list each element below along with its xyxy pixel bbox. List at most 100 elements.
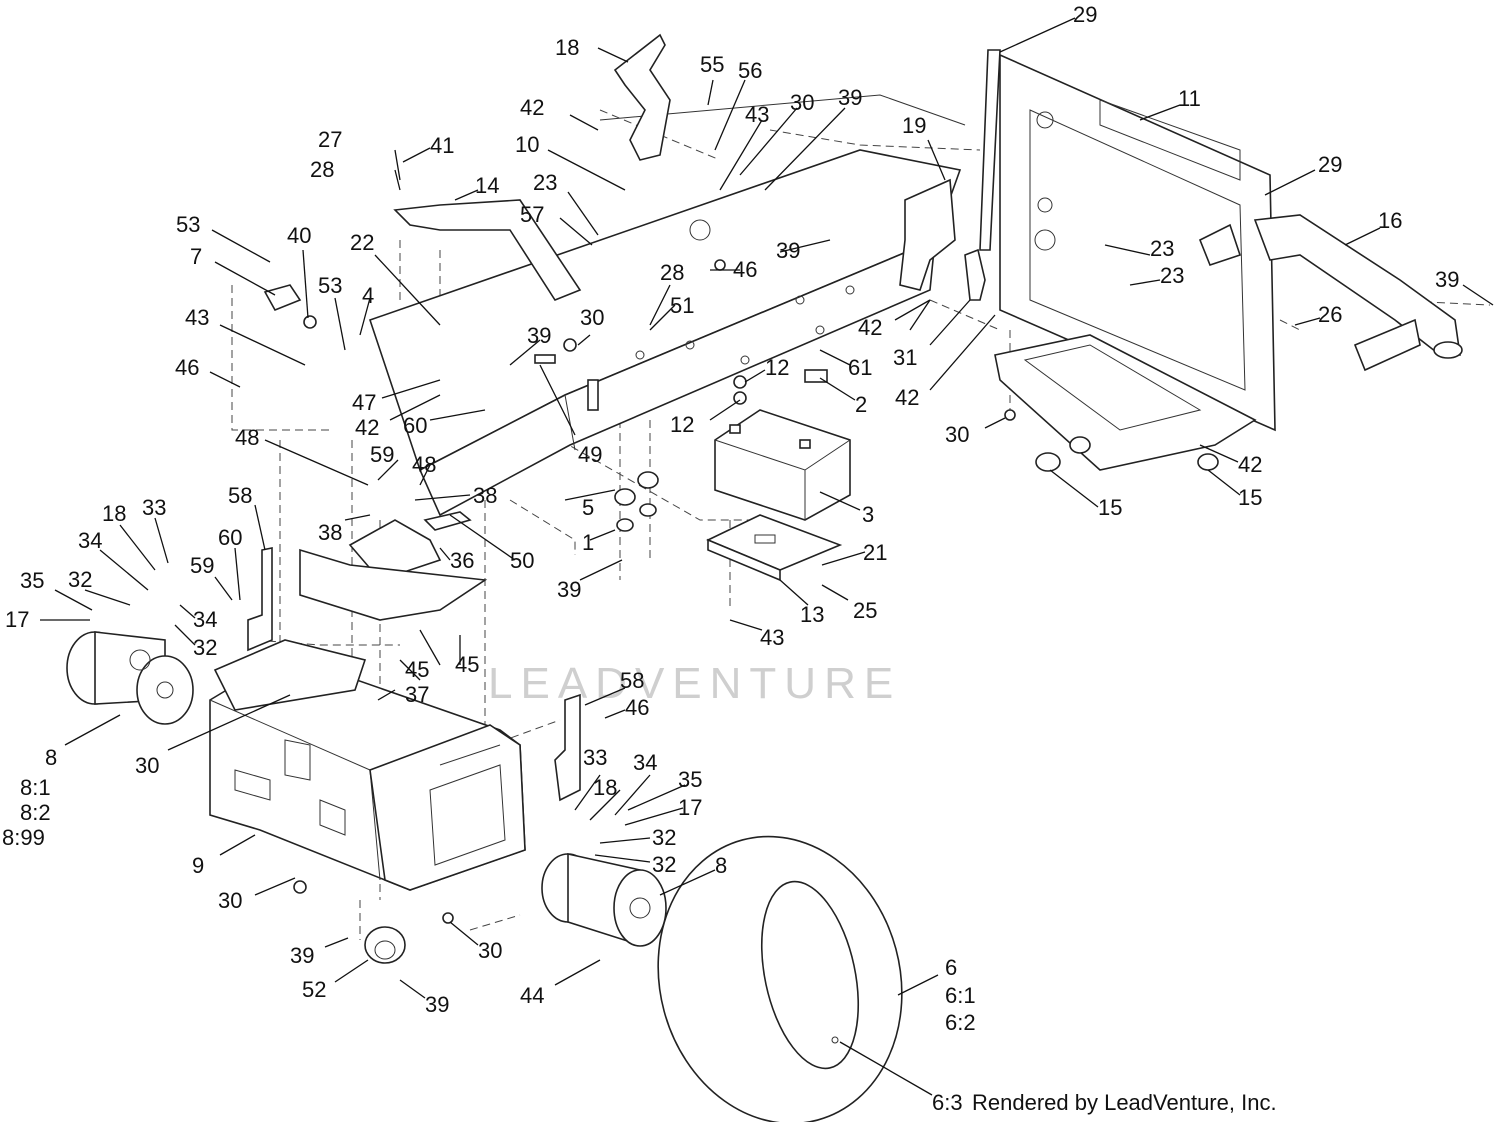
callout-39b: 39 (776, 238, 800, 263)
callout-16: 16 (1378, 208, 1402, 233)
callout-40: 40 (287, 223, 311, 248)
bushing-15-right (1197, 453, 1219, 471)
callout-12a: 12 (765, 355, 789, 380)
callout-6-3: 6:3 (932, 1090, 963, 1115)
callout-20: 19 (902, 113, 926, 138)
callout-46a: 46 (733, 257, 757, 282)
battery-3 (714, 409, 851, 521)
callout-48b: 48 (412, 452, 436, 477)
callout-26: 27 (318, 127, 342, 152)
callout-22: 22 (350, 230, 374, 255)
callout-32d: 32 (652, 852, 676, 877)
bracket-58-right (554, 693, 581, 802)
wheel-6 (657, 835, 903, 1122)
bracket-14 (393, 199, 582, 301)
callout-39f: 39 (425, 992, 449, 1017)
bracket-19 (613, 33, 671, 161)
callout-30b: 30 (580, 305, 604, 330)
callout-37: 37 (405, 682, 429, 707)
callout-38b: 38 (318, 520, 342, 545)
callout-31: 31 (893, 345, 917, 370)
bracket-37 (299, 548, 488, 621)
callout-30f: 30 (478, 938, 502, 963)
callout-24: 25 (853, 598, 877, 623)
callout-8-2: 8:2 (20, 800, 51, 825)
callout-29a: 29 (1073, 2, 1097, 27)
callout-32b: 32 (193, 635, 217, 660)
callout-53a: 53 (176, 212, 200, 237)
motor-mount-9 (209, 654, 526, 891)
callout-8a: 8 (45, 745, 57, 770)
callout-50: 50 (510, 548, 534, 573)
callout-2: 2 (855, 392, 867, 417)
callout-42: 42 (520, 95, 544, 120)
callout-8b: 8 (715, 853, 727, 878)
callout-42b: 42 (355, 415, 379, 440)
callout-5: 5 (582, 495, 594, 520)
bushing-15-left (1035, 452, 1061, 472)
callout-8-1: 8:1 (20, 775, 51, 800)
rear-lower-frame (994, 334, 1257, 471)
callout-30d: 30 (135, 753, 159, 778)
callout-33a: 33 (142, 495, 166, 520)
callout-52: 52 (302, 977, 326, 1002)
callout-58b: 58 (620, 668, 644, 693)
callout-35a: 35 (20, 568, 44, 593)
small-hardware (263, 259, 1016, 924)
callout-59b: 59 (190, 553, 214, 578)
main-frame (368, 94, 966, 517)
callout-23c: 23 (533, 170, 557, 195)
callout-46b: 46 (175, 355, 199, 380)
callout-34c: 34 (633, 750, 657, 775)
bracket-31 (964, 248, 986, 301)
callout-42c: 42 (858, 315, 882, 340)
callout-6: 6 (945, 955, 957, 980)
callout-11: 11 (1178, 86, 1201, 111)
callout-59a: 59 (370, 442, 394, 467)
callout-43: 43 (745, 102, 769, 127)
upper-left-plate (213, 639, 367, 711)
motor-8-left (66, 631, 194, 725)
callout-46c: 46 (625, 695, 649, 720)
battery-tray-13 (706, 514, 843, 582)
callout-15b: 15 (1098, 495, 1122, 520)
callout-25: 26 (1318, 302, 1342, 327)
callout-14: 14 (475, 173, 499, 198)
callout-32a: 32 (68, 567, 92, 592)
callout-6-2: 6:2 (945, 1010, 976, 1035)
callout-42d: 42 (895, 385, 919, 410)
callout-61: 61 (848, 355, 872, 380)
callout-36: 36 (450, 548, 474, 573)
callout-60b: 60 (218, 525, 242, 550)
callout-45a: 45 (405, 657, 429, 682)
callout-34a: 34 (78, 528, 102, 553)
callout-10: 10 (515, 132, 539, 157)
motor-8-right (541, 853, 667, 947)
callout-39c: 39 (527, 323, 551, 348)
callout-57: 57 (520, 202, 544, 227)
callout-45b: 45 (455, 652, 479, 677)
callout-18b: 18 (593, 775, 617, 800)
callout-23b: 23 (1160, 263, 1184, 288)
callout-4: 4 (362, 283, 374, 308)
callout-39d: 39 (557, 577, 581, 602)
callout-55: 55 (700, 52, 724, 77)
callout-30: 30 (790, 90, 814, 115)
callout-19: 18 (555, 35, 579, 60)
callout-3: 3 (862, 502, 874, 527)
callout-42e: 42 (1238, 452, 1262, 477)
rear-frame-11 (999, 53, 1276, 432)
callout-47: 47 (352, 390, 376, 415)
callout-12b: 12 (670, 412, 694, 437)
bracket-20 (899, 178, 956, 291)
bracket-58-left (247, 547, 273, 652)
callout-56: 56 (738, 58, 762, 83)
callout-44: 44 (520, 983, 544, 1008)
callout-49: 49 (578, 442, 602, 467)
rops-bar-16 (1198, 214, 1463, 372)
callout-35b: 35 (678, 767, 702, 792)
callout-15a: 15 (1238, 485, 1262, 510)
callout-43c: 43 (760, 625, 784, 650)
